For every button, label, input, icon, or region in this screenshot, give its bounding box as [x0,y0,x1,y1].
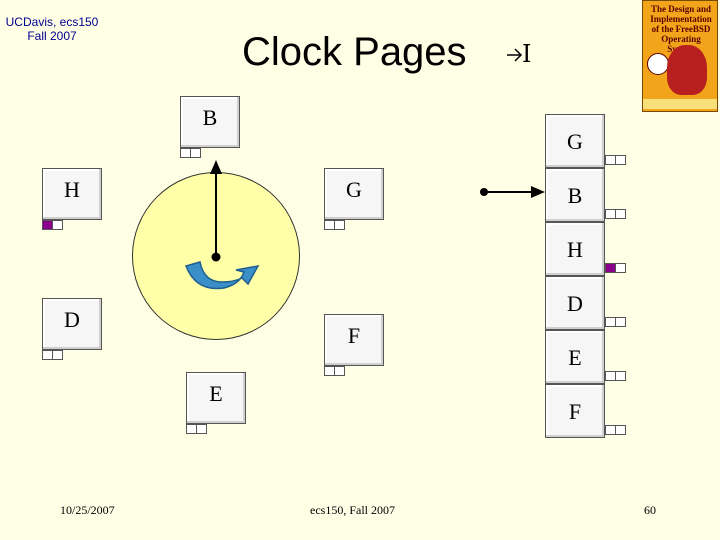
dirty-bit [615,209,626,219]
dirty-bit [615,317,626,327]
page-status-bits [605,155,626,165]
page-label: G [346,177,362,202]
dirty-bit [334,366,345,376]
right-arrow-icon [507,48,523,62]
course-header: UCDavis, ecs150 Fall 2007 [4,15,100,43]
dirty-bit [334,220,345,230]
page-status-bits [605,425,626,435]
dirty-bit [615,371,626,381]
dirty-bit [52,220,63,230]
course-term: Fall 2007 [27,29,77,43]
page-status-bits [605,317,626,327]
page-label: H [64,177,80,202]
page-status-bits [186,424,207,434]
clock-page: D [42,298,102,350]
book-cover: The Design and Implementation of the Fre… [642,0,718,112]
page-label: F [568,399,582,424]
dirty-bit [196,424,207,434]
page-status-bits [605,263,626,273]
daemon-mascot-icon [667,45,707,95]
page-label: B [202,105,218,130]
clock-page: B [180,96,240,148]
page-label: D [567,291,583,316]
clock-page: G [324,168,384,220]
list-page: B [545,168,605,222]
page-label: E [568,345,582,370]
curved-arrow-icon [185,261,260,290]
page-label: H [567,237,583,262]
arrow-label: I [522,40,532,68]
list-page: G [545,114,605,168]
list-page: H [545,222,605,276]
course-name: UCDavis, ecs150 [5,15,99,29]
list-page: D [545,276,605,330]
dirty-bit [615,155,626,165]
clock-page: H [42,168,102,220]
book-authors-band [643,99,717,109]
clock-hand-arrowhead-icon [210,160,222,174]
page-number: 60 [644,503,656,517]
clock-page: E [186,372,246,424]
list-page: E [545,330,605,384]
dirty-bit [52,350,63,360]
slide-title: Clock Pages [242,30,467,74]
page-label: G [567,129,583,154]
page-status-bits [605,371,626,381]
dirty-bit [190,148,201,158]
page-status-bits [42,350,63,360]
page-status-bits [324,366,345,376]
clock-pivot [211,252,221,262]
page-status-bits [180,148,201,158]
page-label: F [347,323,361,348]
page-status-bits [42,220,63,230]
list-pointer-arrowhead-icon [531,186,545,198]
footer-date: 10/25/2007 [60,503,115,517]
dirty-bit [615,263,626,273]
clock-page: F [324,314,384,366]
list-page: F [545,384,605,438]
page-label: D [64,307,80,332]
dirty-bit [615,425,626,435]
page-status-bits [324,220,345,230]
page-label: B [567,183,583,208]
page-label: E [209,381,223,406]
page-status-bits [605,209,626,219]
footer-course: ecs150, Fall 2007 [310,503,395,517]
